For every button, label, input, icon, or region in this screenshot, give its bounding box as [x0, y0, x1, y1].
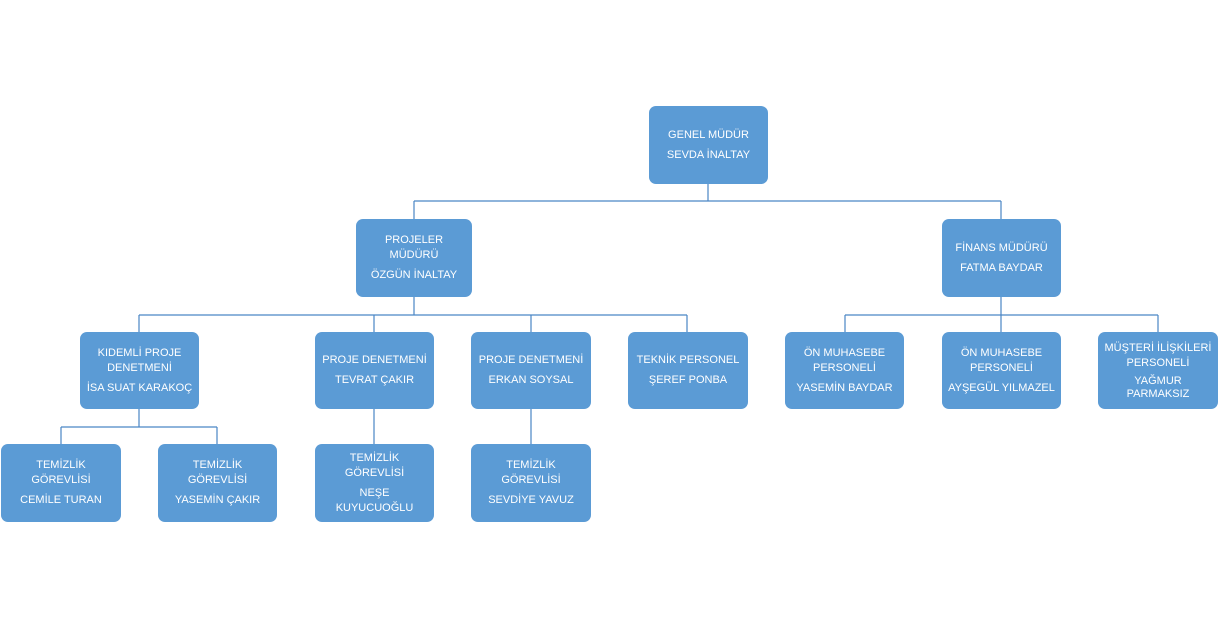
node-person-name: İSA SUAT KARAKOÇ — [86, 381, 193, 394]
node-proje-denetmeni-1: PROJE DENETMENİ TEVRAT ÇAKIR — [315, 332, 434, 409]
node-person-name: AYŞEGÜL YILMAZEL — [948, 381, 1055, 394]
node-role: TEMİZLİK GÖREVLİSİ — [344, 451, 405, 479]
node-finans-muduru: FİNANS MÜDÜRÜ FATMA BAYDAR — [942, 219, 1061, 297]
node-person-name: SEVDA İNALTAY — [666, 148, 751, 161]
node-role: KIDEMLİ PROJE DENETMENİ — [97, 346, 182, 374]
node-role: PROJE DENETMENİ — [322, 354, 427, 366]
node-role: ÖN MUHASEBE PERSONELİ — [803, 346, 886, 374]
node-person-name: NEŞE KUYUCUOĞLU — [335, 486, 414, 514]
node-kidemli-proje-denetmeni: KIDEMLİ PROJE DENETMENİ İSA SUAT KARAKOÇ — [80, 332, 199, 409]
node-role: ÖN MUHASEBE PERSONELİ — [960, 346, 1043, 374]
node-role: TEMİZLİK GÖREVLİSİ — [501, 459, 561, 486]
node-temizlik-1: TEMİZLİK GÖREVLİSİ CEMİLE TURAN — [1, 444, 121, 522]
node-teknik-personel: TEKNİK PERSONEL ŞEREF PONBA — [628, 332, 748, 409]
connector-projeler-to-level3 — [138, 297, 688, 332]
node-person-name: ÖZGÜN İNALTAY — [370, 269, 458, 281]
connector-kidemli-to-temizlik — [60, 409, 218, 444]
node-person-name: CEMİLE TURAN — [20, 494, 102, 506]
node-on-muhasebe-2: ÖN MUHASEBE PERSONELİ AYŞEGÜL YILMAZEL — [942, 332, 1061, 409]
node-person-name: YASEMİN ÇAKIR — [174, 494, 261, 506]
node-temizlik-2: TEMİZLİK GÖREVLİSİ YASEMİN ÇAKIR — [158, 444, 277, 522]
node-person-name: TEVRAT ÇAKIR — [334, 374, 415, 386]
node-temizlik-3: TEMİZLİK GÖREVLİSİ NEŞE KUYUCUOĞLU — [315, 444, 434, 522]
node-person-name: FATMA BAYDAR — [960, 261, 1043, 274]
connector-genel-to-level2 — [413, 184, 1002, 219]
node-role: FİNANS MÜDÜRÜ — [955, 241, 1048, 254]
node-role: PROJELER MÜDÜRÜ — [384, 234, 444, 261]
node-role: TEMİZLİK GÖREVLİSİ — [31, 459, 91, 486]
node-on-muhasebe-1: ÖN MUHASEBE PERSONELİ YASEMİN BAYDAR — [785, 332, 904, 409]
node-role: MÜŞTERİ İLİŞKİLERİ PERSONELİ — [1104, 341, 1212, 369]
node-projeler-muduru: PROJELER MÜDÜRÜ ÖZGÜN İNALTAY — [356, 219, 472, 297]
node-temizlik-4: TEMİZLİK GÖREVLİSİ SEVDİYE YAVUZ — [471, 444, 591, 522]
node-person-name: YAĞMUR PARMAKSIZ — [1126, 374, 1190, 400]
node-person-name: SEVDİYE YAVUZ — [488, 494, 574, 506]
node-person-name: YASEMİN BAYDAR — [796, 381, 893, 394]
node-role: GENEL MÜDÜR — [668, 128, 749, 141]
connector-finans-to-level3 — [844, 297, 1159, 332]
node-role: TEKNİK PERSONEL — [636, 354, 740, 366]
node-person-name: ŞEREF PONBA — [648, 374, 728, 386]
node-musteri-iliskileri: MÜŞTERİ İLİŞKİLERİ PERSONELİ YAĞMUR PARM… — [1098, 332, 1218, 409]
node-role: PROJE DENETMENİ — [478, 354, 584, 366]
node-genel-mudur: GENEL MÜDÜR SEVDA İNALTAY — [649, 106, 768, 184]
node-person-name: ERKAN SOYSAL — [488, 374, 574, 386]
node-role: TEMİZLİK GÖREVLİSİ — [187, 459, 248, 486]
node-proje-denetmeni-2: PROJE DENETMENİ ERKAN SOYSAL — [471, 332, 591, 409]
